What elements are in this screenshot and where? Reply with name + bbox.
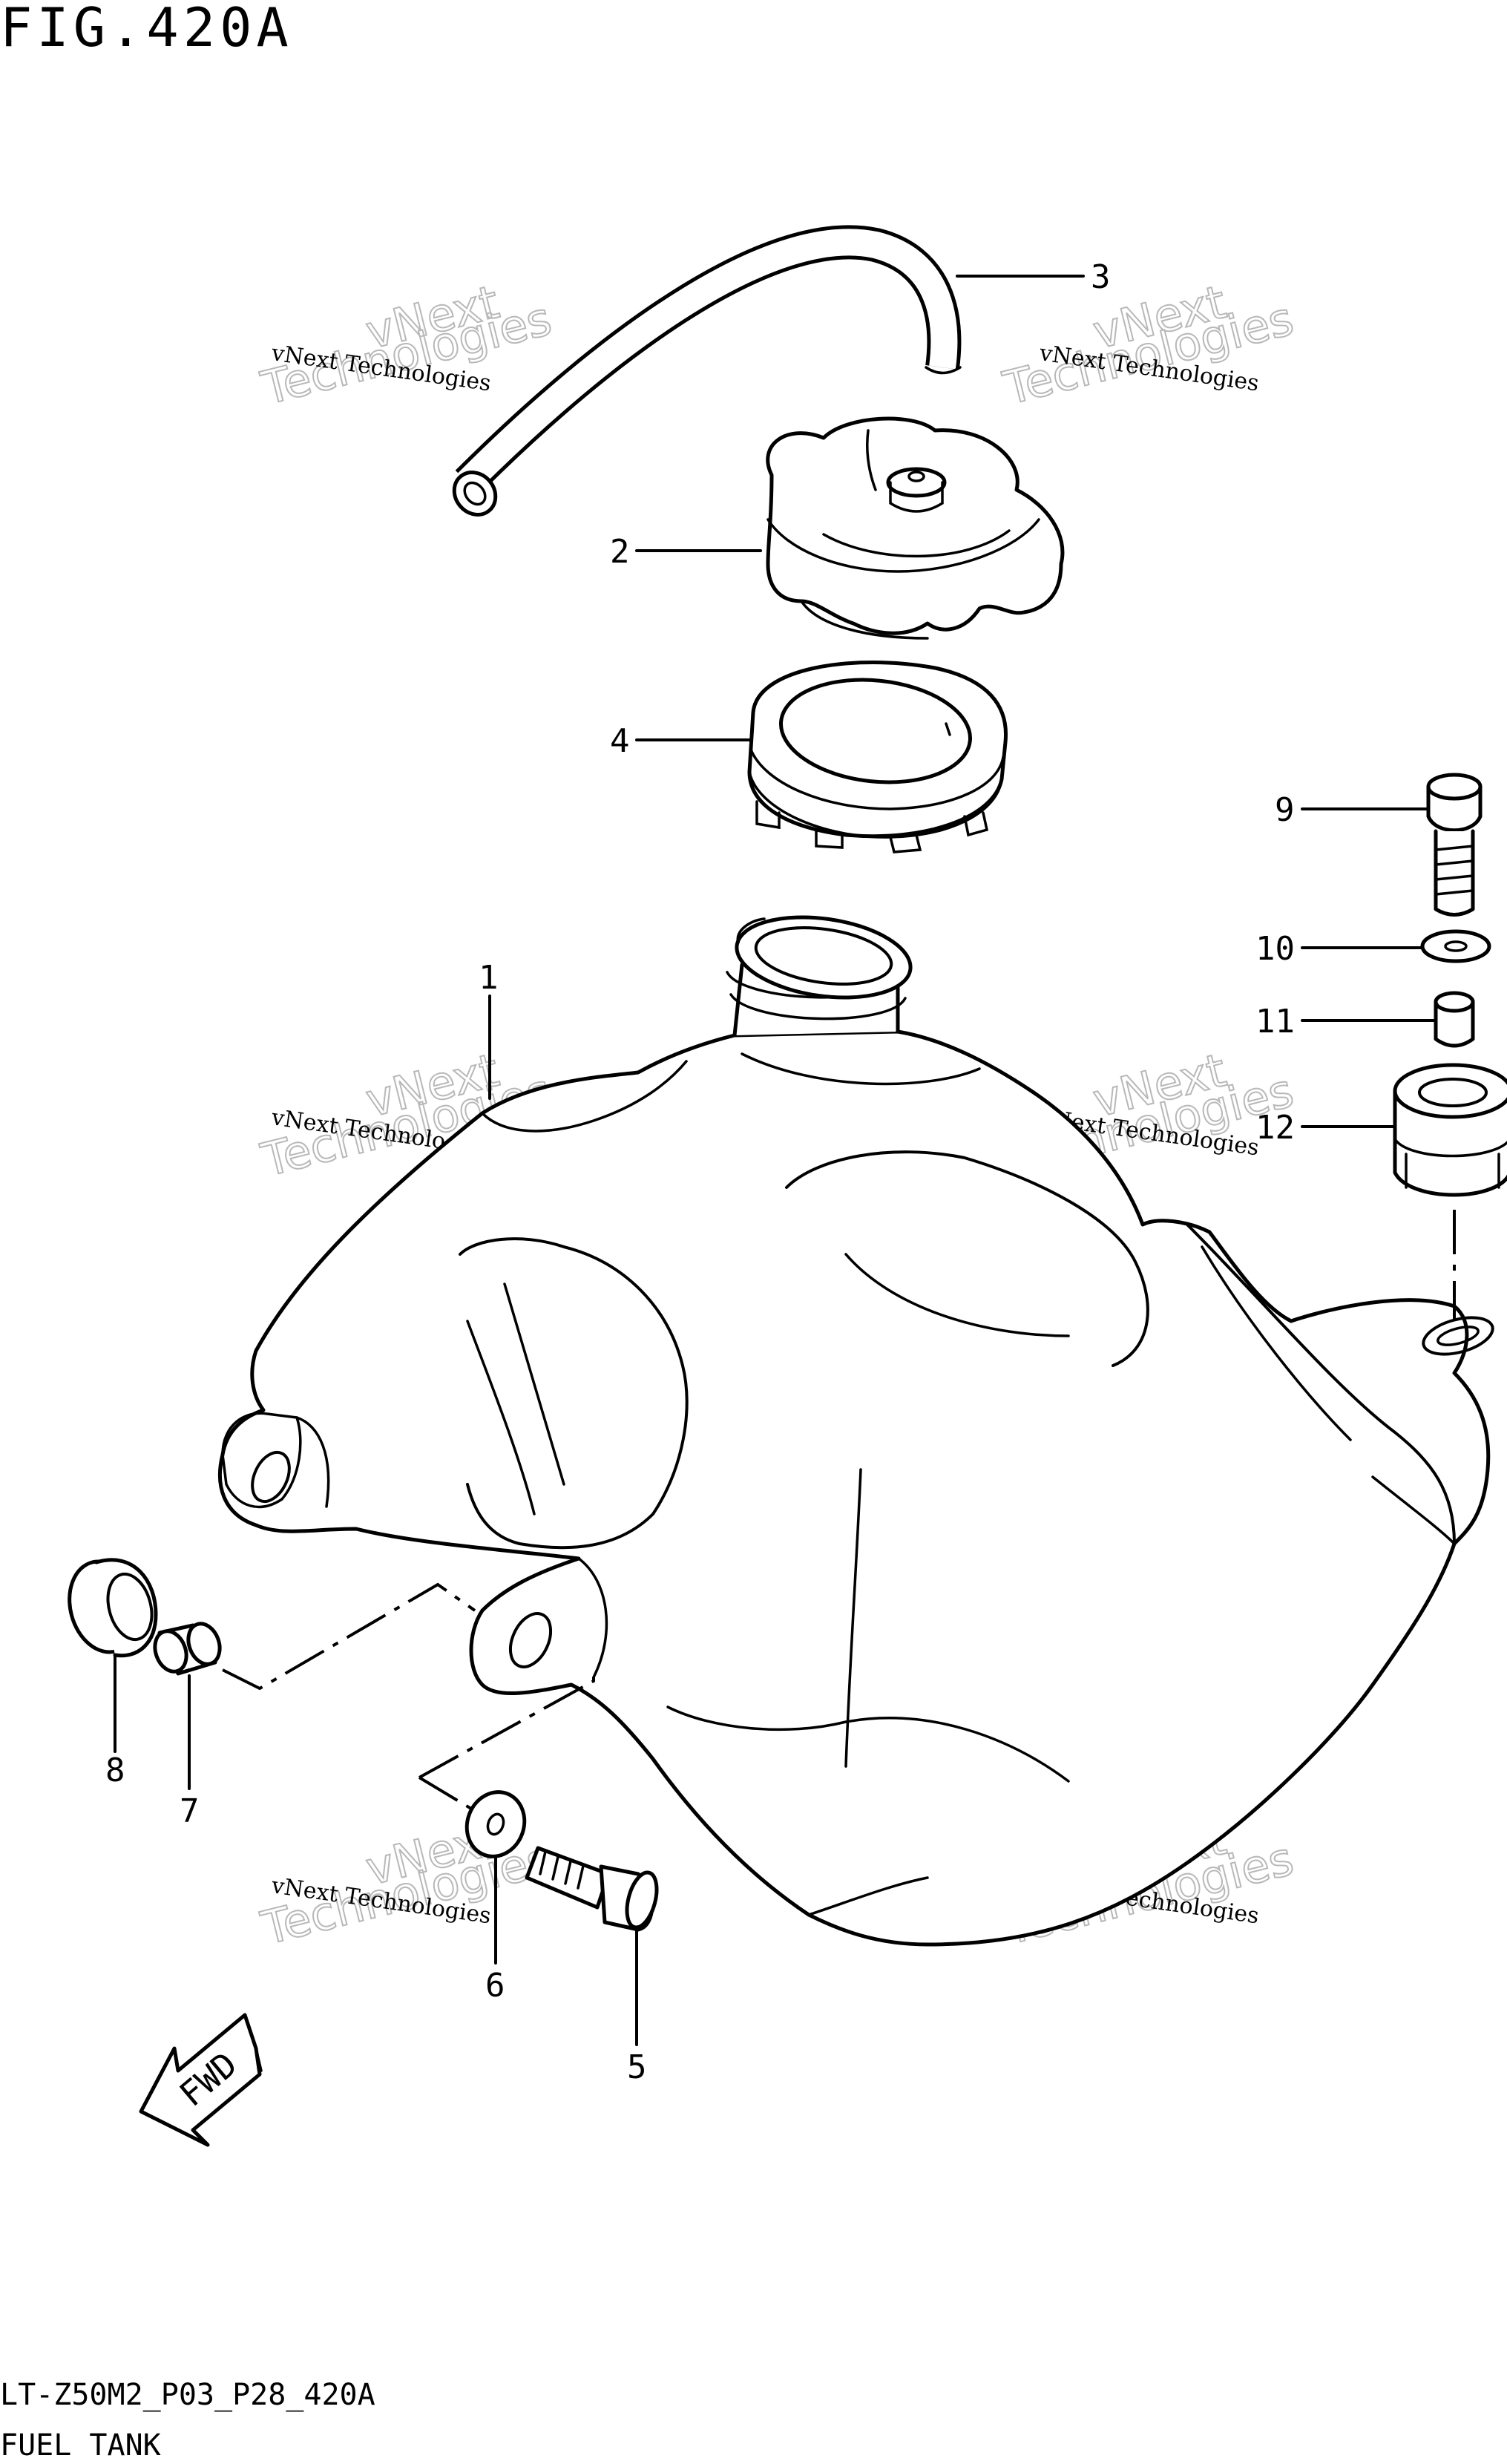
fuel-cap: [766, 416, 1065, 640]
callout-7: 7: [180, 1792, 200, 1830]
breather-hose: [452, 225, 962, 517]
callout-8: 8: [105, 1752, 125, 1789]
fuel-tank: [217, 915, 1494, 1947]
callout-9: 9: [1275, 791, 1295, 829]
callout-5: 5: [627, 2048, 647, 2086]
watermark-top-right: Technologies vNext vNext Technologies: [997, 274, 1299, 416]
washer-6: [464, 1790, 527, 1858]
callout-6: 6: [485, 1967, 505, 2005]
assembly-line-front: [418, 1674, 595, 1812]
callout-3: 3: [1091, 258, 1111, 296]
cushion-8: [68, 1558, 158, 1658]
washer-10: [1420, 929, 1491, 963]
callout-2: 2: [610, 533, 630, 571]
figure-title: FIG.420A: [0, 0, 293, 59]
model-code: LT-Z50M2_P03_P28_420A: [0, 2378, 375, 2412]
callout-4: 4: [610, 722, 630, 760]
cushion-12: [1393, 1063, 1507, 1197]
forward-direction-arrow: FWD: [139, 2013, 263, 2147]
section-name: FUEL TANK: [0, 2428, 161, 2463]
bolt-5: [525, 1846, 659, 1932]
assembly-line-left: [222, 1582, 476, 1691]
leader-lines: [114, 275, 1437, 2046]
spacer-7: [153, 1622, 222, 1676]
watermark-top-left: Technologies vNext vNext Technologies: [255, 274, 557, 416]
spacer-11: [1434, 991, 1475, 1048]
filler-neck-ring: [747, 661, 1008, 853]
callout-11: 11: [1255, 1003, 1295, 1041]
bolt-9: [1426, 773, 1483, 917]
callout-10: 10: [1255, 930, 1295, 968]
callout-1: 1: [479, 959, 499, 997]
callout-12: 12: [1255, 1109, 1295, 1147]
